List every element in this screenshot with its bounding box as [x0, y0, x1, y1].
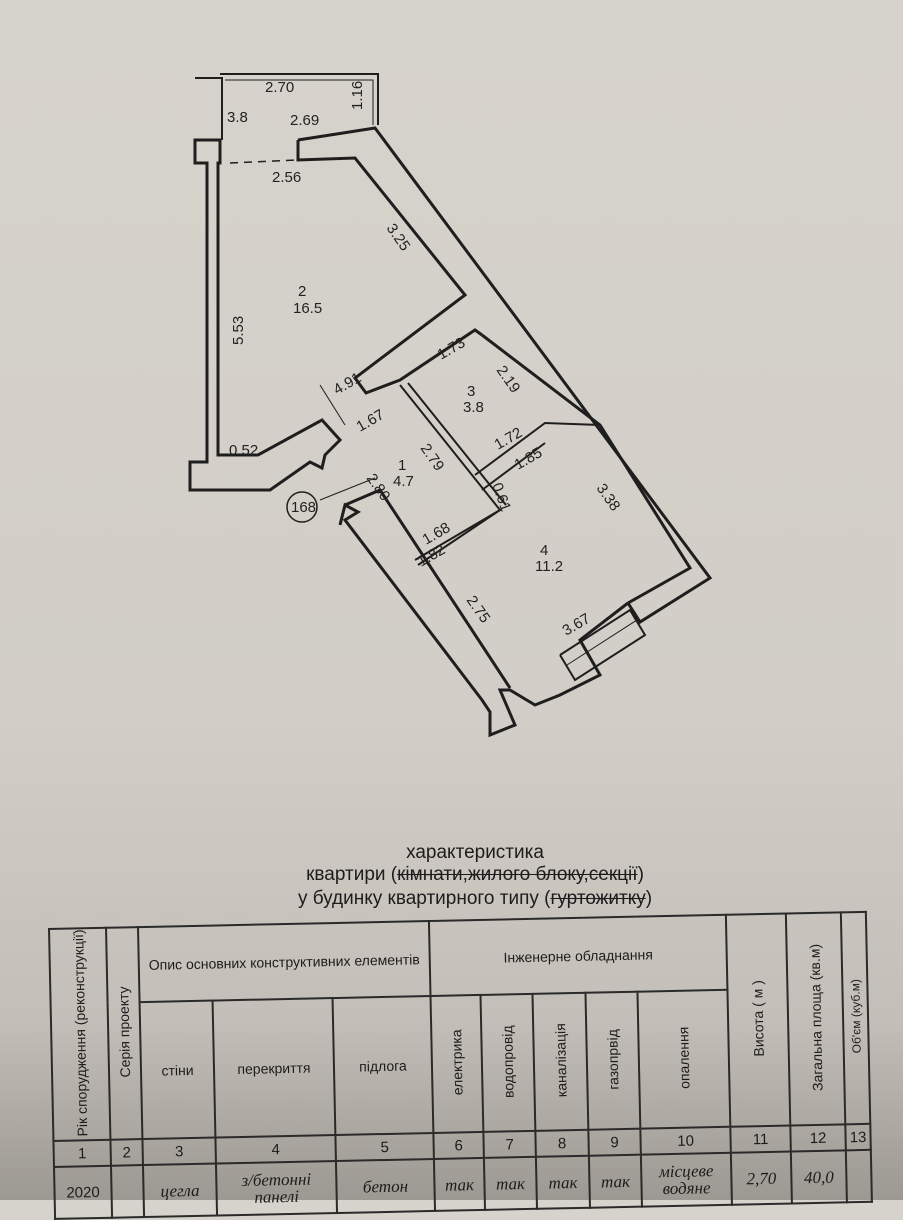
dim-label: 1.85	[512, 444, 546, 473]
room-4-number: 4	[540, 542, 548, 559]
caption-struck-text: кімнати,жилого блоку,секції	[397, 864, 638, 885]
room-1-area: 4.7	[393, 473, 414, 490]
cell-heating: місцеве водяне	[640, 1152, 732, 1207]
caption-text: )	[645, 888, 653, 909]
room-3-area: 3.8	[463, 399, 484, 416]
dim-label: 0.61	[488, 481, 514, 514]
cell-electricity: так	[433, 1158, 486, 1212]
header-sewer: каналізація	[532, 993, 589, 1131]
apartment-marker-label: 168	[291, 499, 316, 516]
cell-volume	[845, 1149, 872, 1203]
column-number: 2	[110, 1139, 143, 1166]
dim-label: 2.56	[272, 169, 301, 186]
header-total-area: Загальна площа (кв.м)	[785, 912, 846, 1126]
header-ceiling: перекриття	[212, 998, 336, 1138]
cell-floor: бетон	[335, 1159, 436, 1214]
cell-series	[110, 1165, 145, 1218]
header-water: водопровід	[480, 994, 536, 1133]
dim-label: 1.16	[349, 81, 366, 110]
cell-year: 2020	[54, 1165, 113, 1220]
room-2-area: 16.5	[293, 300, 322, 317]
cell-water: так	[483, 1156, 537, 1211]
dim-label: 2.80	[363, 471, 394, 505]
balcony-outline	[195, 77, 223, 140]
floor-plan: 168 3.8 2.70 2.69 1.16 2 16.5 2.56 3.25 …	[188, 73, 713, 738]
window	[559, 608, 647, 682]
caption-line3: у будинку квартирного типу (гуртожитку)	[150, 888, 800, 910]
dim-label: 2.69	[290, 112, 319, 129]
column-number: 4	[215, 1135, 336, 1164]
balcony-rail	[220, 73, 379, 125]
room-1-number: 1	[398, 457, 406, 474]
column-number: 11	[730, 1125, 791, 1153]
dim-label: 3.38	[593, 481, 624, 515]
dim-label: 2.70	[265, 79, 294, 96]
column-number: 12	[790, 1124, 846, 1152]
header-volume: Об'єм (куб.м)	[840, 911, 871, 1125]
cell-ceiling: з/бетонні панелі	[215, 1161, 338, 1216]
balcony-area: 3.8	[227, 109, 248, 126]
cell-total-area: 40,0	[790, 1150, 847, 1204]
header-floor: підлога	[332, 996, 434, 1136]
column-number: 10	[640, 1126, 731, 1155]
dim-label: 5.53	[230, 316, 247, 345]
wall-inner-right	[296, 140, 483, 395]
header-series: Серія проекту	[106, 927, 143, 1140]
wall-left	[188, 138, 343, 492]
apartment-marker	[286, 491, 318, 523]
column-number: 7	[483, 1130, 536, 1159]
cell-walls: цегла	[142, 1163, 218, 1218]
caption-text: )	[637, 864, 644, 885]
header-engineering: Інженерне обладнання	[428, 914, 728, 997]
characteristics-table: Рік спорудження (реконструкції) Серія пр…	[48, 911, 873, 1220]
room-3-number: 3	[467, 383, 475, 400]
column-number: 6	[433, 1132, 484, 1160]
cell-sewer: так	[535, 1155, 590, 1209]
dim-label: 2.79	[417, 441, 448, 475]
column-number: 8	[535, 1129, 589, 1157]
header-walls: стіни	[139, 1000, 216, 1140]
header-electricity: електрика	[430, 995, 484, 1134]
cell-height: 2,70	[730, 1151, 792, 1205]
partition-room3	[399, 384, 502, 566]
room-2-number: 2	[298, 283, 306, 300]
dim-label: 2.19	[493, 363, 524, 397]
room-4-area: 11.2	[535, 558, 563, 575]
caption-struck-text: гуртожитку	[550, 888, 646, 909]
column-number: 1	[53, 1139, 111, 1168]
caption-text: у будинку квартирного типу (	[297, 888, 551, 909]
caption-title: характеристика	[406, 842, 544, 863]
dim-label: 0.52	[229, 442, 258, 459]
header-height: Висота ( м )	[725, 913, 791, 1127]
caption-line2: квартири (кімнати,жилого блоку,секції)	[150, 864, 800, 886]
column-number: 13	[845, 1123, 871, 1151]
header-gas: газопрвід	[585, 991, 641, 1130]
column-number: 3	[142, 1137, 216, 1166]
caption-text: квартири (	[306, 864, 398, 885]
column-number: 9	[588, 1128, 641, 1156]
wall-bottom	[338, 502, 629, 738]
wall-outer-right	[297, 126, 713, 625]
header-heating: опалення	[637, 990, 731, 1129]
header-structural: Опис основних конструктивних елементів	[138, 921, 431, 1003]
column-number: 5	[335, 1133, 434, 1162]
dim-label: 1.67	[354, 406, 388, 435]
header-year: Рік спорудження (реконструкції)	[49, 927, 111, 1142]
